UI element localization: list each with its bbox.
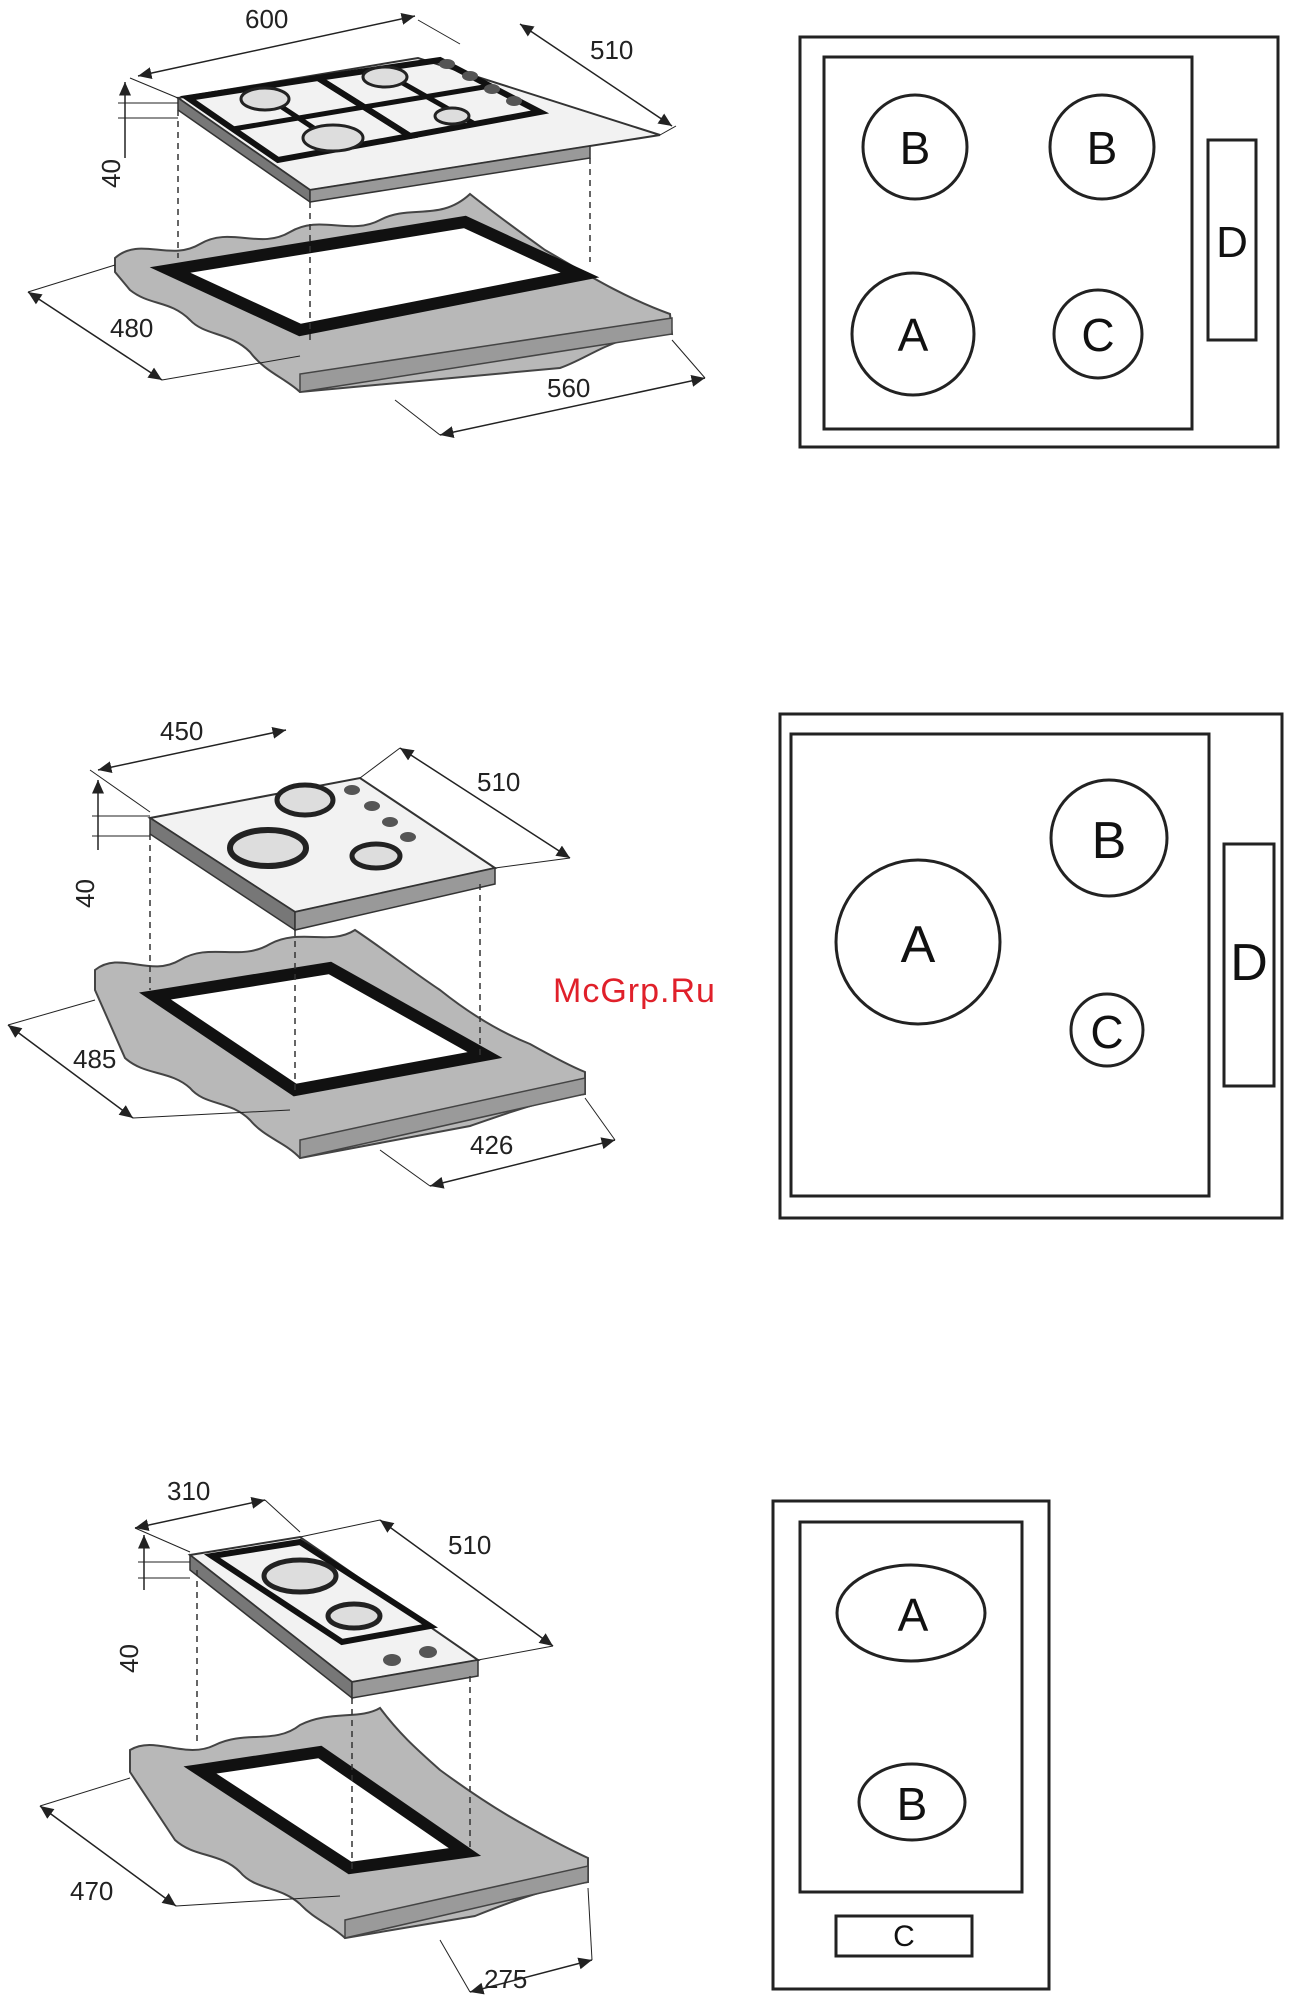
burner-3-b: B [897, 1778, 928, 1830]
hob-2-isometric [95, 778, 585, 1158]
burner-1-a: A [898, 309, 929, 361]
dim-cut-depth-2: 485 [73, 1044, 116, 1074]
hob-3-layout: A B C [773, 1501, 1049, 1989]
dim-cut-width-1: 560 [547, 373, 590, 403]
dim-height-1: 40 [96, 159, 126, 188]
burner-1-b-right: B [1087, 122, 1118, 174]
dim-width-2: 450 [160, 716, 203, 746]
dim-cut-depth-1: 480 [110, 313, 153, 343]
dim-depth-2: 510 [477, 767, 520, 797]
dim-depth-3: 510 [448, 1530, 491, 1560]
burner-1-b-left: B [900, 122, 931, 174]
burner-2-c: C [1090, 1006, 1123, 1058]
watermark: McGrp.Ru [553, 972, 716, 1011]
burner-2-a: A [901, 916, 936, 974]
dim-depth-1: 510 [590, 35, 633, 65]
dim-height-2: 40 [70, 879, 100, 908]
dim-height-3: 40 [114, 1644, 144, 1673]
controls-label-1: D [1216, 218, 1248, 267]
hob-3-isometric [130, 1537, 588, 1938]
controls-label-2: D [1230, 934, 1268, 992]
dim-width-3: 310 [167, 1476, 210, 1506]
dim-cut-width-3: 275 [484, 1964, 527, 1994]
dim-width-1: 600 [245, 4, 288, 34]
dim-cut-depth-3: 470 [70, 1876, 113, 1906]
controls-label-3: C [893, 1920, 915, 1953]
burner-1-c: C [1081, 309, 1114, 361]
burner-3-a: A [898, 1589, 929, 1641]
hob-1-isometric [115, 58, 672, 392]
burner-2-b: B [1092, 812, 1127, 870]
hob-2-layout: D B A C [780, 714, 1282, 1218]
hob-1-layout: D B B A C [800, 37, 1278, 447]
dim-cut-width-2: 426 [470, 1130, 513, 1160]
